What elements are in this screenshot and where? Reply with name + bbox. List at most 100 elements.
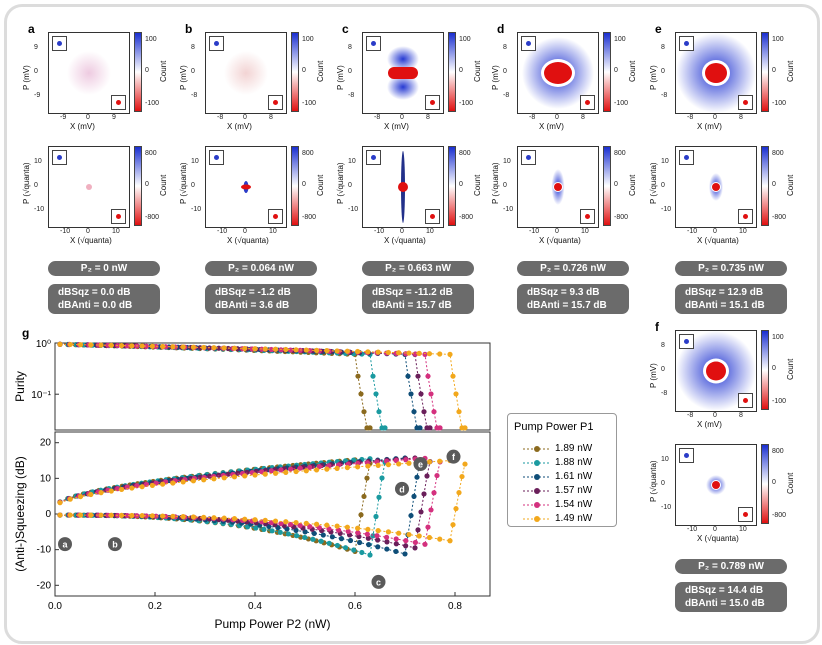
squeezing-point (329, 534, 335, 540)
inset-red (425, 95, 440, 110)
legend-label: 1.89 nW (555, 443, 593, 454)
marker-d (395, 481, 409, 496)
antisqueezing-point (426, 459, 433, 465)
squeezing-point (57, 512, 63, 518)
squeezing-point (355, 525, 361, 531)
y-tick: 8 (191, 44, 195, 51)
y-tick: 0 (661, 68, 665, 75)
inset-dot (743, 398, 748, 403)
x-tick: 10 (426, 228, 434, 235)
x-tick: 0 (86, 114, 90, 121)
x-axis-label: X (mV) (697, 122, 722, 131)
inset-blue (366, 150, 381, 165)
purity-point (370, 373, 376, 379)
squeezing-point (357, 539, 363, 546)
squeezing-point (412, 545, 418, 551)
squeezing-point (367, 552, 373, 558)
x-tick-label: 0.4 (248, 601, 262, 612)
x-tick: -10 (529, 228, 540, 235)
purity-point (416, 350, 422, 356)
purity-point (231, 345, 238, 351)
y-tick-label: 10⁰ (36, 339, 51, 350)
squeezing-point (160, 513, 166, 519)
squeezing-point (365, 535, 371, 541)
squeezing-point (313, 521, 320, 527)
x-tick: 10 (581, 228, 589, 235)
purity-point (129, 343, 135, 349)
squeezing-value: dBSqz = -11.2 dB (372, 287, 453, 298)
x-tick: 10 (112, 228, 120, 235)
x-tick-label: 0.2 (148, 601, 162, 612)
marker-label: f (452, 452, 456, 462)
colorbar-tick: -800 (614, 214, 629, 221)
y-tick: 0 (34, 68, 38, 75)
marker-a (58, 537, 72, 552)
x-axis-label: X (√quanta) (539, 236, 581, 245)
squeezing-point (77, 512, 84, 518)
squeezing-point (414, 474, 420, 480)
y-tick-label: 10 (40, 473, 52, 484)
squeezing-point (379, 475, 385, 481)
purity-point (365, 349, 371, 355)
squeezing-point (376, 494, 382, 500)
purity-point (422, 351, 428, 357)
inset-blue (209, 36, 224, 51)
squeezing-point (424, 473, 430, 479)
purity-point (385, 349, 392, 356)
squeezing-point (334, 542, 340, 549)
squeezing-point (139, 513, 145, 519)
squeezing-point (447, 538, 453, 544)
antisqueezing-point (190, 478, 197, 484)
squeezing-point (364, 531, 370, 537)
purity-point (180, 344, 186, 350)
raw-histogram (675, 330, 757, 412)
inset-dot (684, 155, 689, 160)
antisqueezing-point (396, 461, 402, 467)
inset-blue (679, 448, 694, 463)
y-axis-label: P (√quanta) (491, 162, 500, 204)
legend-marker (534, 502, 540, 508)
colorbar (761, 32, 769, 112)
colorbar-tick: 0 (302, 181, 306, 188)
inset-dot (526, 155, 531, 160)
squeezing-point (365, 526, 371, 533)
inset-blue (52, 150, 67, 165)
y-tick: 10 (661, 158, 669, 165)
squeezing-point (190, 514, 197, 520)
x-axis-label: X (√quanta) (70, 236, 112, 245)
antisqueezing-point (262, 471, 268, 477)
x-axis-label: X (√quanta) (697, 534, 739, 543)
colorbar-tick: 0 (459, 67, 463, 74)
squeezing-point (412, 539, 418, 546)
antisqueezing-value: dBAnti = 15.7 dB (372, 300, 452, 311)
colorbar-label: Count (786, 472, 795, 494)
x-tick: -8 (374, 114, 381, 121)
y-tick: 10 (191, 158, 199, 165)
squeezing-point (416, 533, 422, 539)
x-tick: 8 (426, 114, 430, 121)
x-axis-label: X (mV) (70, 122, 95, 131)
antisqueezing-point (334, 465, 340, 471)
x-tick: 0 (400, 228, 404, 235)
panel-letter: c (342, 22, 349, 36)
y-axis-label: P (mV) (491, 65, 500, 90)
purity-point (427, 425, 433, 431)
inset-dot (371, 155, 376, 160)
panel-letter: a (28, 22, 35, 36)
colorbar-tick: 800 (459, 150, 471, 157)
purity-line (59, 343, 430, 429)
purity-point (268, 346, 274, 353)
inset-red (111, 95, 126, 110)
squeezing-point (437, 536, 443, 542)
purity-point (88, 342, 94, 348)
purity-point (426, 351, 433, 357)
squeezing-point (149, 513, 155, 519)
inset-dot (430, 214, 435, 219)
inset-dot (743, 100, 748, 105)
legend-marker (534, 474, 540, 480)
purity-point (375, 349, 381, 355)
purity-line (59, 343, 420, 429)
inset-dot (585, 100, 590, 105)
